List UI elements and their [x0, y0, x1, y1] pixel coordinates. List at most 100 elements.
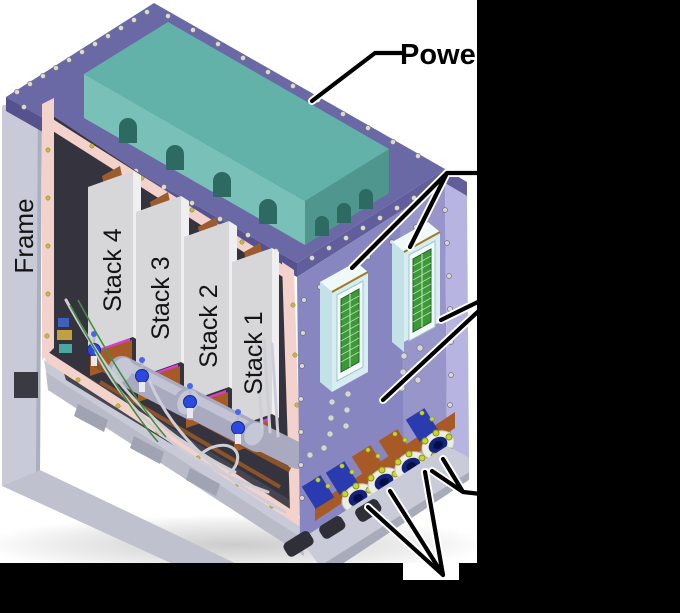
decorative-shape	[298, 429, 304, 435]
decorative-shape	[326, 430, 334, 438]
stack-label-2: Stack 2	[195, 284, 223, 367]
decorative-shape	[84, 22, 389, 201]
decorative-shape	[320, 282, 332, 392]
decorative-shape	[301, 297, 307, 303]
decorative-shape	[340, 302, 360, 314]
decorative-shape	[340, 295, 360, 307]
decorative-shape	[139, 357, 145, 363]
port-flange-1	[341, 482, 375, 513]
decorative-shape	[416, 344, 424, 352]
decorative-shape	[342, 422, 350, 430]
decorative-shape	[378, 429, 412, 463]
base-cutout-3	[283, 531, 314, 557]
decorative-shape	[405, 450, 413, 458]
decorative-shape	[340, 316, 360, 328]
decorative-shape	[325, 483, 331, 489]
decorative-shape	[331, 271, 369, 293]
decorative-shape	[306, 451, 314, 459]
decorative-shape	[190, 27, 196, 33]
decorative-shape	[299, 495, 305, 501]
decorative-shape	[360, 225, 366, 231]
decorative-shape	[340, 111, 346, 117]
decorative-shape	[421, 437, 429, 445]
teal-cover	[84, 22, 389, 245]
decorative-shape	[442, 207, 448, 213]
decorative-shape	[412, 297, 432, 309]
decorative-shape	[340, 344, 360, 356]
decorative-shape	[92, 41, 98, 47]
decorative-shape	[340, 330, 360, 342]
decorative-shape	[148, 380, 287, 514]
decorative-shape	[290, 83, 296, 89]
decorative-shape	[213, 172, 231, 197]
decorative-shape	[377, 215, 383, 221]
decorative-shape	[45, 195, 51, 201]
decorative-shape	[45, 147, 51, 153]
decorative-shape	[265, 69, 271, 75]
decorative-shape	[400, 352, 408, 360]
decorative-shape	[135, 357, 149, 392]
decorative-shape	[292, 352, 298, 358]
decorative-shape	[189, 207, 195, 213]
decorative-shape	[392, 242, 404, 352]
decorative-shape	[74, 404, 108, 432]
crop-right	[477, 0, 680, 613]
decorative-shape	[340, 337, 360, 349]
decorative-shape	[66, 57, 72, 63]
decorative-shape	[244, 422, 264, 446]
decorative-shape	[245, 232, 251, 238]
decorative-shape	[343, 235, 349, 241]
decorative-shape	[53, 65, 59, 71]
decorative-shape	[394, 205, 400, 211]
decorative-shape	[325, 461, 359, 495]
decorative-shape	[185, 391, 261, 435]
decorative-shape	[235, 434, 241, 444]
decorative-shape	[380, 296, 487, 403]
decorative-shape	[59, 344, 72, 353]
decorative-shape	[298, 396, 304, 402]
decorative-shape	[98, 380, 282, 489]
decorative-shape	[414, 376, 422, 384]
valve-assemblies	[87, 331, 245, 444]
decorative-shape	[135, 369, 149, 383]
decorative-shape	[445, 433, 453, 441]
decorative-shape	[379, 477, 389, 487]
decorative-shape	[45, 291, 51, 297]
decorative-shape	[367, 474, 375, 482]
decorative-shape	[359, 189, 373, 209]
decorative-shape	[352, 482, 360, 490]
decorative-shape	[58, 318, 69, 327]
decorative-shape	[412, 290, 432, 302]
decorative-shape	[365, 447, 371, 453]
decorative-shape	[79, 49, 85, 55]
decorative-shape	[378, 466, 386, 474]
decorative-shape	[44, 333, 50, 339]
crop-bottom	[0, 563, 477, 613]
decorative-shape	[231, 409, 245, 444]
ports-group	[301, 408, 455, 521]
decorative-shape	[445, 183, 469, 458]
decorative-shape	[444, 240, 450, 246]
decorative-shape	[217, 216, 223, 222]
stack-1	[232, 243, 279, 428]
decorative-shape	[187, 408, 193, 418]
power-label: Powe	[400, 39, 476, 71]
decorative-shape	[183, 383, 197, 418]
decorative-shape	[399, 368, 407, 376]
decorative-shape	[45, 243, 51, 249]
decorative-shape	[365, 469, 446, 578]
decorative-shape	[415, 153, 421, 159]
left-frame-panel	[2, 90, 42, 486]
decorative-shape	[398, 344, 424, 392]
connector-1	[320, 262, 369, 392]
decorative-shape	[136, 196, 181, 378]
decorative-shape	[412, 262, 432, 274]
decorative-shape	[231, 421, 245, 435]
stacks-group	[88, 166, 279, 428]
decorative-shape	[337, 203, 351, 223]
decorative-shape	[309, 255, 315, 261]
decorative-shape	[433, 440, 443, 450]
callout-bottom-ports	[364, 468, 447, 579]
